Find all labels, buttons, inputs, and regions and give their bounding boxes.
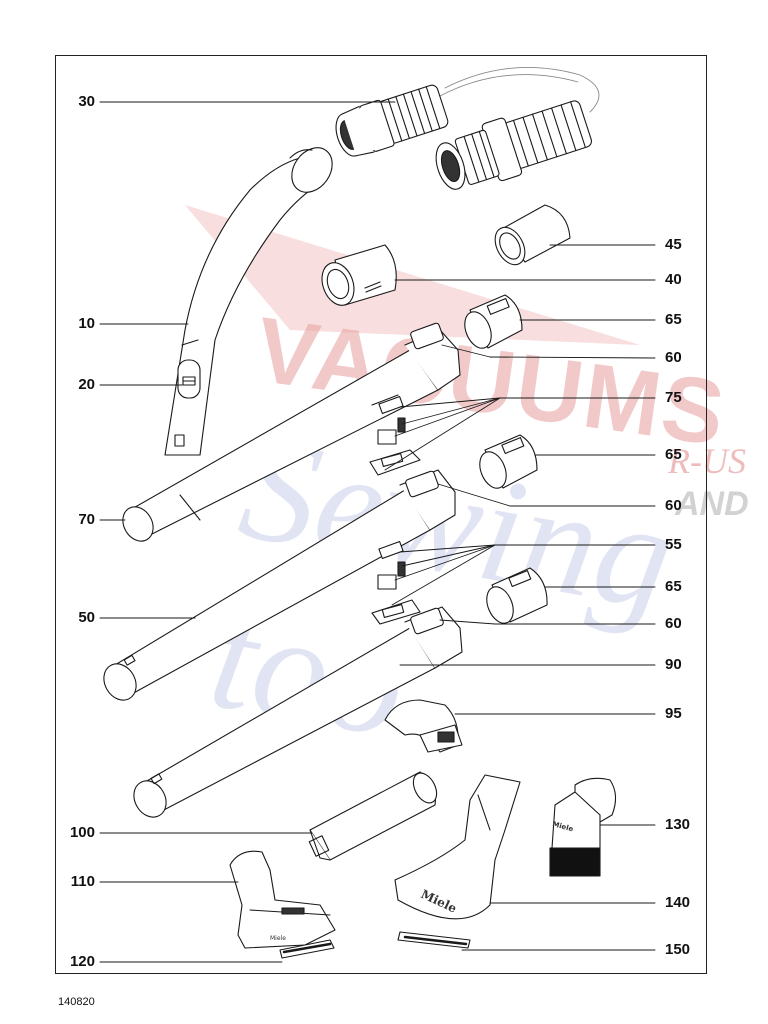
label-95: 95	[665, 705, 682, 722]
label-70: 70	[78, 511, 95, 528]
leader-lines	[99, 101, 656, 963]
label-60-top: 60	[665, 349, 682, 366]
label-65-bottom: 65	[665, 578, 682, 595]
upholstery-tool-part-140	[394, 774, 521, 920]
brush-strip-part-150	[397, 931, 471, 949]
label-110: 110	[70, 873, 95, 890]
sleeve-part-45	[494, 204, 571, 266]
label-100: 100	[69, 824, 95, 841]
document-number: 140820	[58, 996, 95, 1008]
label-65-middle: 65	[665, 446, 682, 463]
label-60-bottom: 60	[665, 615, 682, 632]
label-65-top: 65	[665, 311, 682, 328]
connector-part-65a	[464, 294, 523, 349]
label-30: 30	[78, 93, 95, 110]
label-150: 150	[665, 941, 691, 958]
label-75: 75	[665, 389, 682, 406]
connector-part-65b	[479, 434, 538, 489]
clip-part-95	[384, 699, 463, 753]
tube-part-50	[103, 469, 456, 701]
label-55: 55	[665, 536, 682, 553]
label-140: 140	[665, 894, 691, 911]
dusting-brush-part-130	[549, 777, 617, 877]
label-130: 130	[665, 816, 691, 833]
slider-part-20	[177, 359, 201, 399]
label-10: 10	[78, 315, 95, 332]
tube-part-90	[133, 606, 463, 818]
label-45: 45	[665, 236, 682, 253]
brush-strip-part-120	[279, 939, 335, 959]
label-20: 20	[78, 376, 95, 393]
tube-part-70	[122, 322, 461, 542]
crevice-tool-part-100	[308, 771, 438, 861]
label-120: 120	[69, 953, 95, 970]
label-60-middle: 60	[665, 497, 682, 514]
lock-parts-55	[371, 540, 421, 625]
hose-part-30	[335, 67, 600, 190]
turbo-tool-part-110	[229, 850, 336, 949]
diagram-frame	[55, 55, 707, 974]
label-40: 40	[665, 271, 682, 288]
connector-part-65c	[486, 567, 548, 624]
label-50: 50	[78, 609, 95, 626]
coupling-part-40	[321, 244, 397, 306]
brand-text-110: Miele	[270, 935, 286, 942]
handle-part-10	[164, 147, 333, 456]
label-90: 90	[665, 656, 682, 673]
